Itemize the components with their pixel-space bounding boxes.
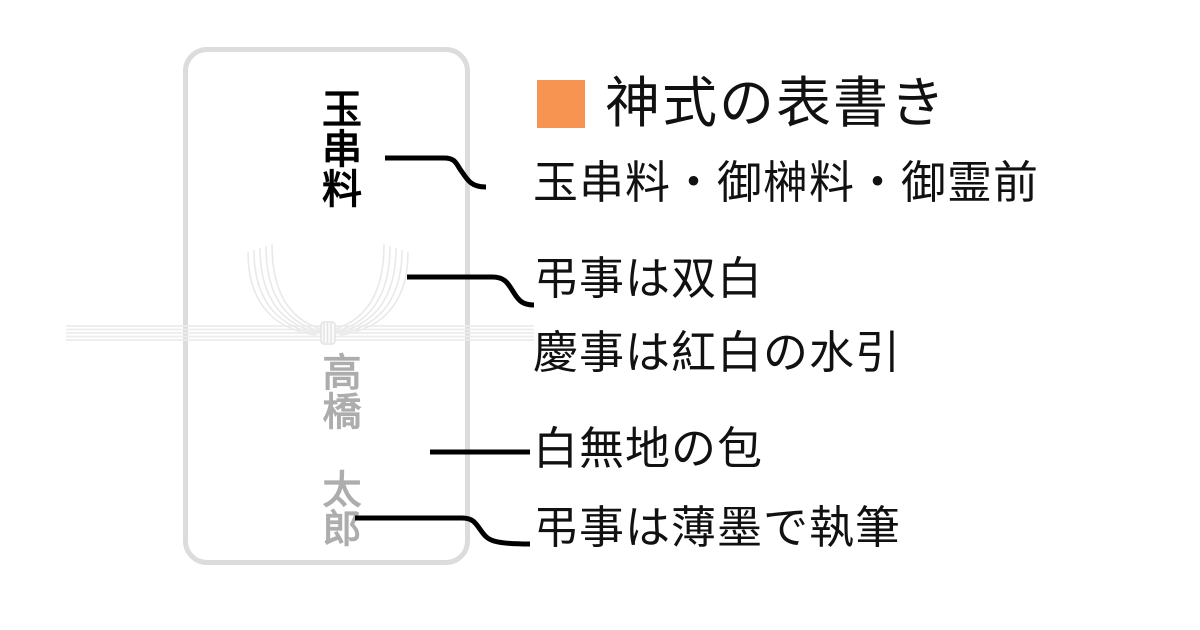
envelope-donor-name: 高橋 太郎 xyxy=(316,352,362,547)
orange-square-icon xyxy=(537,79,585,128)
note-item: 弔事は薄墨で執筆 xyxy=(533,501,902,554)
envelope-front-title: 玉串料 xyxy=(315,88,362,208)
note-item: 慶事は紅白の水引 xyxy=(533,326,902,379)
note-item: 玉串料・御榊料・御霊前 xyxy=(533,156,1040,209)
section-heading-label: 神式の表書き xyxy=(605,71,948,135)
note-item: 白無地の包 xyxy=(533,422,764,475)
note-item: 弔事は双白 xyxy=(533,252,764,305)
section-heading: 神式の表書き xyxy=(537,76,947,131)
